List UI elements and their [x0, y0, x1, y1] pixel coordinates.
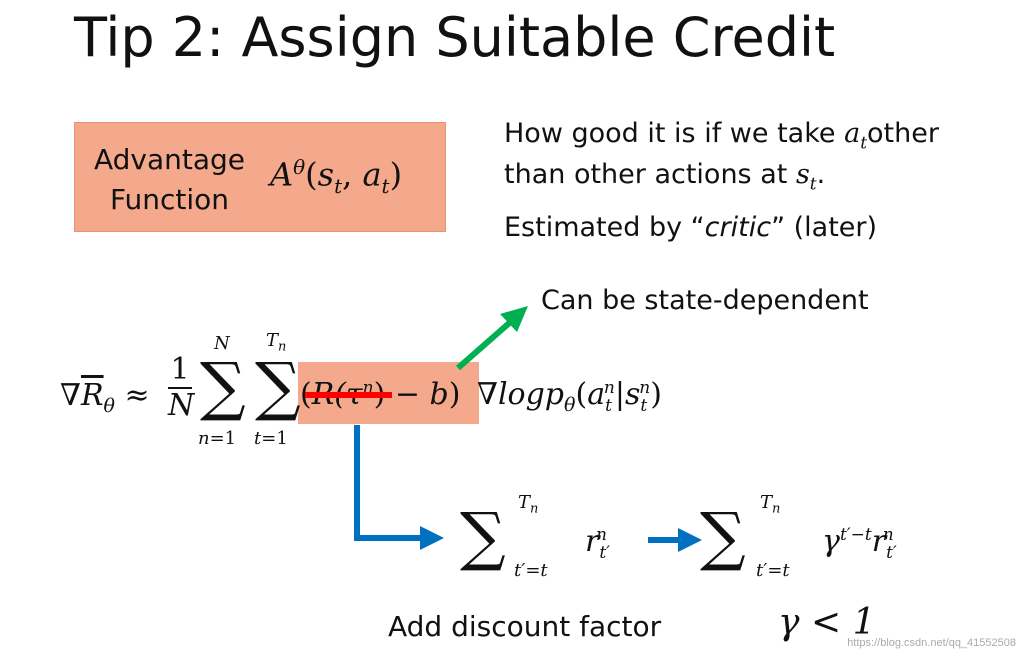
blue-arrow-head-1	[420, 526, 444, 550]
critic-note-a: Estimated by “	[504, 212, 705, 243]
sum2-lower-limit: t=1	[254, 428, 288, 449]
blue-arrow-head-2	[678, 528, 702, 552]
discount-factor-label: Add discount factor	[388, 610, 662, 643]
sum4-lower-limit: t′=t	[756, 560, 790, 581]
sum1-lower-limit: n=1	[198, 428, 237, 449]
note-line2-text: than other actions at	[504, 159, 796, 190]
sum3-upper-limit: Tn	[518, 492, 539, 517]
action-symbol: at	[844, 118, 868, 154]
log-policy-gradient: ∇logpθ(atn|stn)	[477, 377, 662, 416]
note-line1-text: How good it is if we take	[504, 118, 845, 149]
advantage-label-line2: Function	[109, 183, 230, 216]
reward-term: rt′n	[585, 524, 611, 563]
sum1-upper-limit: N	[214, 333, 230, 354]
note-line1-other: other	[867, 118, 939, 149]
critic-note: Estimated by “critic” (later)	[504, 211, 877, 245]
slide-title: Tip 2: Assign Suitable Credit	[74, 6, 836, 69]
critic-note-c: ” (later)	[771, 212, 878, 243]
sum3-lower-limit: t′=t	[514, 560, 548, 581]
advantage-note-line2: than other actions at st.	[504, 159, 826, 195]
green-arrow-head	[500, 306, 528, 332]
sum3-sigma: ∑	[460, 500, 506, 574]
sum2-upper-limit: Tn	[266, 330, 287, 355]
state-dependent-label: Can be state-dependent	[541, 285, 869, 316]
state-symbol: st	[795, 159, 817, 195]
gradient-symbol: ∇Rθ ≈	[60, 378, 150, 417]
sum4-upper-limit: Tn	[760, 492, 781, 517]
advantage-formula: Aθ(st, at)	[270, 155, 403, 199]
discounted-reward-term: γt′−trt′n	[822, 524, 897, 563]
advantage-function-label: Advantage Function	[92, 140, 247, 220]
critic-word: critic	[704, 212, 772, 243]
sum2-sigma: ∑	[255, 350, 301, 424]
sum1-sigma: ∑	[200, 350, 246, 424]
watermark-url: https://blog.csdn.net/qq_41552508	[847, 637, 1016, 649]
fraction-1-over-n: 1 N	[168, 352, 195, 423]
gamma-condition: γ < 1	[778, 602, 876, 643]
advantage-note-line1: How good it is if we take atother	[504, 117, 939, 160]
sum4-sigma: ∑	[700, 500, 746, 574]
advantage-label-line1: Advantage	[93, 143, 246, 176]
blue-arrow-bend	[354, 425, 420, 541]
advantage-function-box	[74, 122, 446, 232]
green-arrow-shaft	[456, 315, 517, 371]
